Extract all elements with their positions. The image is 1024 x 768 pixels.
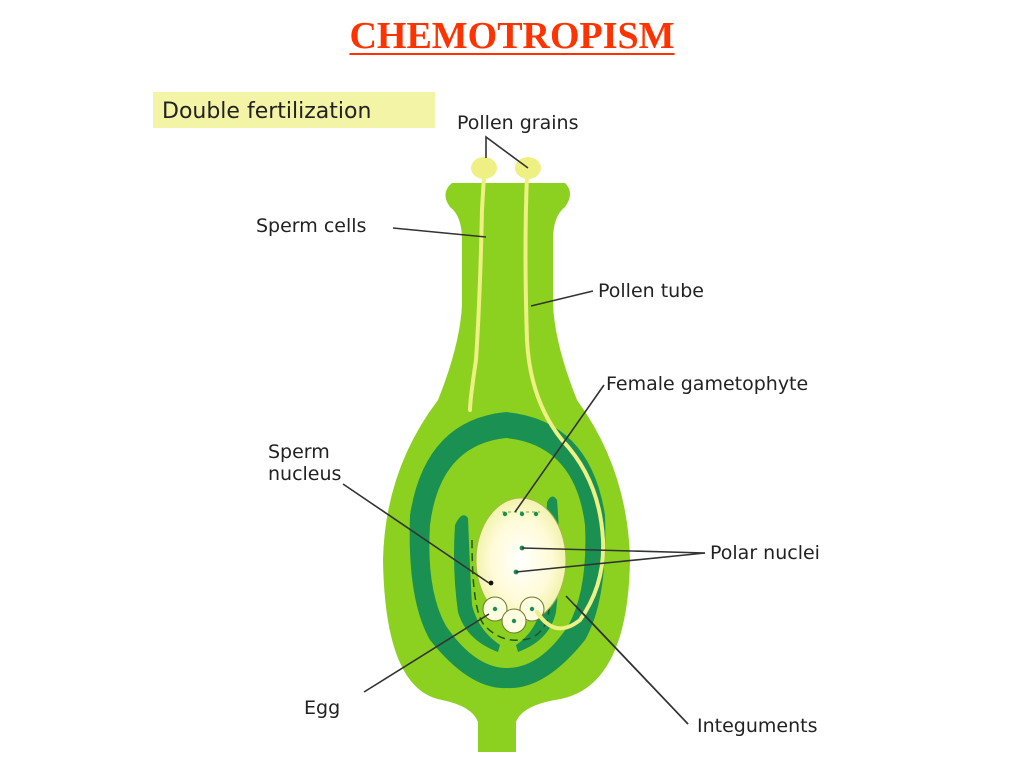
label-integuments: Integuments [697,715,817,737]
leader-sperm-nucleus [342,483,490,584]
sperm-nucleus-dot [488,580,494,586]
label-female-gametophyte: Female gametophyte [606,373,808,395]
leader-pollen-tube [530,290,594,307]
antipodal-nucleus [519,511,525,517]
antipodal-nucleus [502,511,508,517]
slide-title: CHEMOTROPISM [349,15,675,57]
inner-integument-left [454,515,500,652]
label-pollen-grains: Pollen grains [457,112,578,134]
leader-integuments-2 [574,604,689,725]
nucellus-outline [471,529,552,641]
leader-pollen-grains [485,135,529,169]
leader-sperm-cells [392,227,487,238]
pollen-tube-right [523,173,606,631]
diagram-heading: Double fertilization [162,99,371,124]
leader-polar-nuclei-1 [521,547,706,554]
label-polar-nuclei: Polar nuclei [710,542,820,564]
label-sperm-nucleus-line2: nucleus [268,463,341,485]
pollen-tube-left [468,173,486,412]
label-egg: Egg [304,697,340,719]
leader-female-gametophyte [514,384,605,513]
pollen-grain-left [471,157,497,179]
leader-polar-nuclei-2 [515,552,706,573]
label-sperm-cells: Sperm cells [256,215,366,237]
antipodal-nucleus [533,511,539,517]
label-pollen-tube: Pollen tube [598,280,704,302]
heading-highlight [153,92,435,128]
leader-egg [363,613,490,693]
label-sperm-nucleus-line1: Sperm [268,441,330,463]
